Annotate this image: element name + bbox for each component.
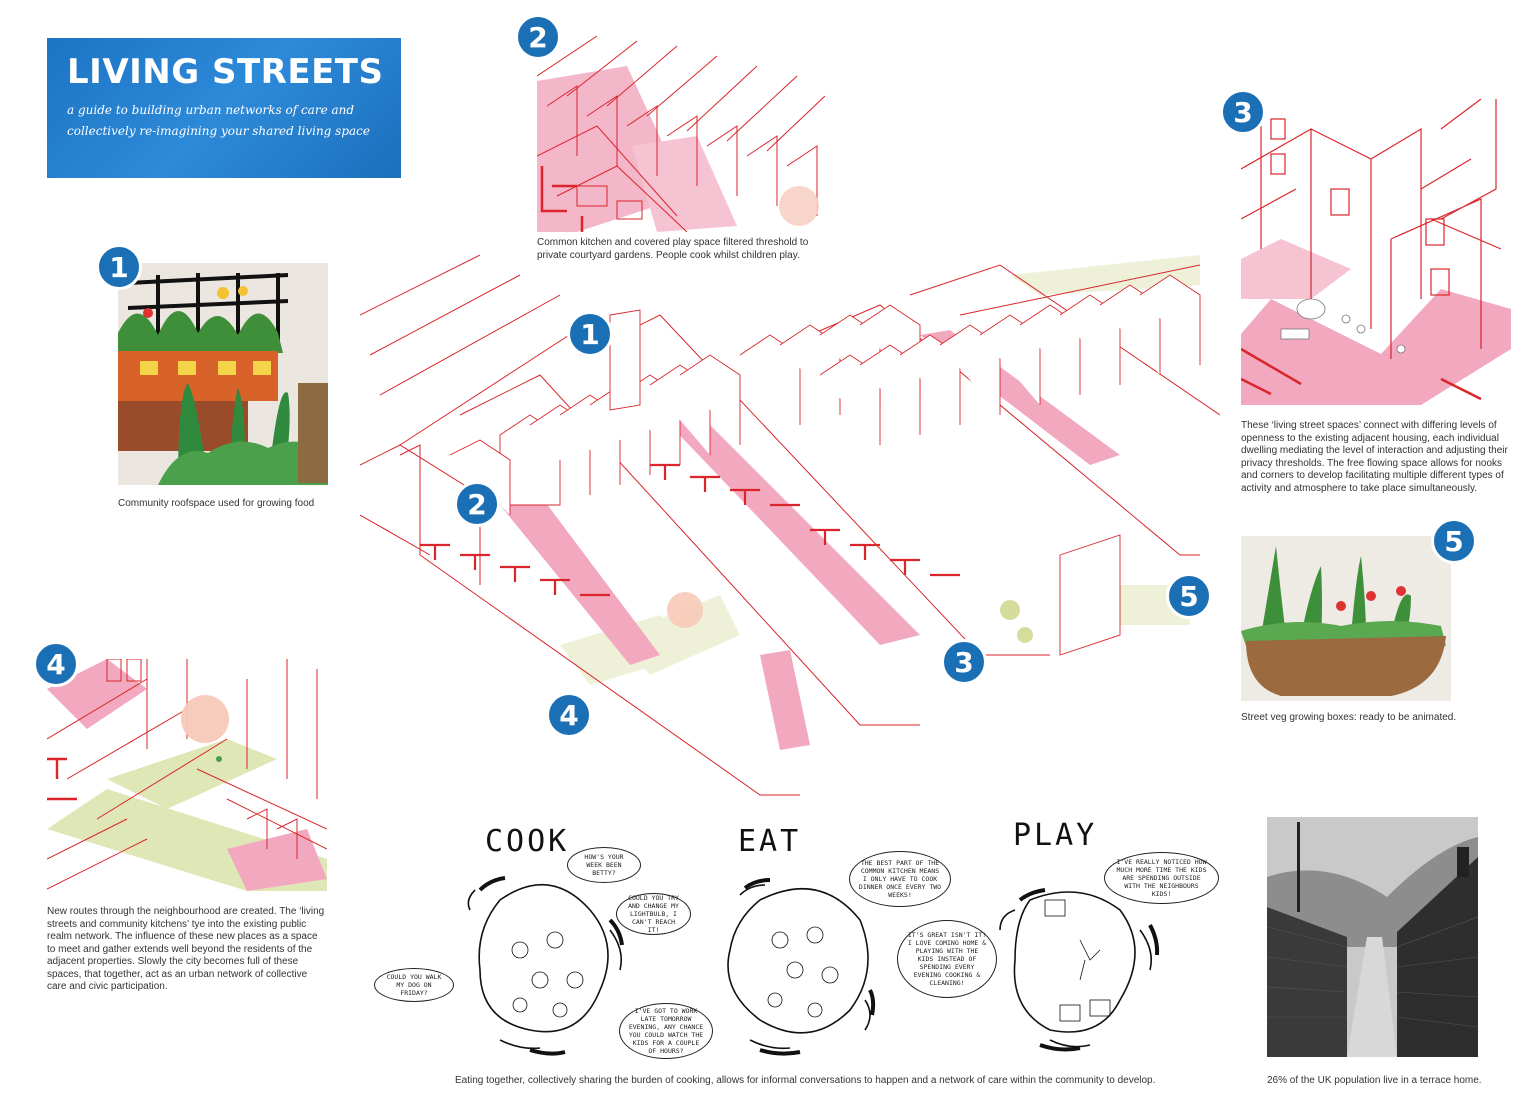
badge-3-map: 3: [941, 639, 987, 685]
badge-1-photo: 1: [96, 244, 142, 290]
neighbourhood-axo-drawing: [360, 255, 1220, 796]
badge-4-map: 4: [546, 692, 592, 738]
photo-veg-boxes: [1241, 536, 1451, 701]
new-routes-axo-drawing: [47, 659, 327, 891]
caption-eating-together: Eating together, collectively sharing th…: [455, 1075, 1156, 1086]
veg-boxes-image: [1241, 536, 1451, 701]
badge-2-top: 2: [515, 14, 561, 60]
terrace-alley-image: [1267, 817, 1478, 1057]
speech-bubble-3: COULD YOU WALK MY DOG ON FRIDAY?: [374, 968, 454, 1002]
label-play: PLAY: [1013, 818, 1098, 853]
speech-bubble-6: IT'S GREAT ISN'T IT! I LOVE COMING HOME …: [897, 920, 997, 998]
badge-5-photo: 5: [1431, 518, 1477, 564]
panel-kitchen-axo: [537, 36, 825, 232]
living-street-axo-drawing: [1241, 99, 1511, 405]
badge-1-map: 1: [567, 311, 613, 357]
speech-bubble-1: HOW'S YOUR WEEK BEEN BETTY?: [567, 847, 641, 883]
speech-bubble-5: THE BEST PART OF THE COMMON KITCHEN MEAN…: [849, 851, 951, 907]
badge-5-map: 5: [1166, 573, 1212, 619]
panel-new-routes-axo: [47, 659, 327, 891]
photo-roofspace-model: [118, 263, 328, 485]
caption-terrace: 26% of the UK population live in a terra…: [1267, 1075, 1482, 1086]
page-title: LIVING STREETS: [67, 52, 384, 92]
page-subtitle: a guide to building urban networks of ca…: [67, 103, 370, 138]
caption-new-routes: New routes through the neighbourhood are…: [47, 906, 325, 992]
table-sketches: [467, 876, 1160, 1056]
panel-living-street-axo: [1241, 99, 1511, 405]
label-eat: EAT: [738, 824, 802, 859]
photo-terrace-alley: [1267, 817, 1478, 1057]
kitchen-axo-drawing: [537, 36, 825, 232]
badge-3-panel: 3: [1220, 89, 1266, 135]
caption-roofspace: Community roofspace used for growing foo…: [118, 498, 315, 509]
label-cook: COOK: [485, 824, 570, 859]
badge-4-panel: 4: [33, 641, 79, 687]
caption-kitchen: Common kitchen and covered play space fi…: [537, 237, 809, 261]
speech-bubble-4: I'VE GOT TO WORK LATE TOMORROW EVENING, …: [619, 1003, 713, 1059]
main-axonometric: [360, 255, 1220, 815]
sketch-tables: [460, 870, 1180, 1060]
speech-bubble-7: I'VE REALLY NOTICED HOW MUCH MORE TIME T…: [1104, 852, 1219, 904]
caption-living-street: These ‘living street spaces’ connect wit…: [1241, 420, 1508, 494]
roofspace-model-image: [118, 263, 328, 485]
title-banner: LIVING STREETS a guide to building urban…: [47, 38, 401, 178]
badge-2-map: 2: [454, 481, 500, 527]
caption-veg-boxes: Street veg growing boxes: ready to be an…: [1241, 712, 1457, 723]
speech-bubble-2: COULD YOU TRY AND CHANGE MY LIGHTBULB, I…: [616, 893, 691, 935]
